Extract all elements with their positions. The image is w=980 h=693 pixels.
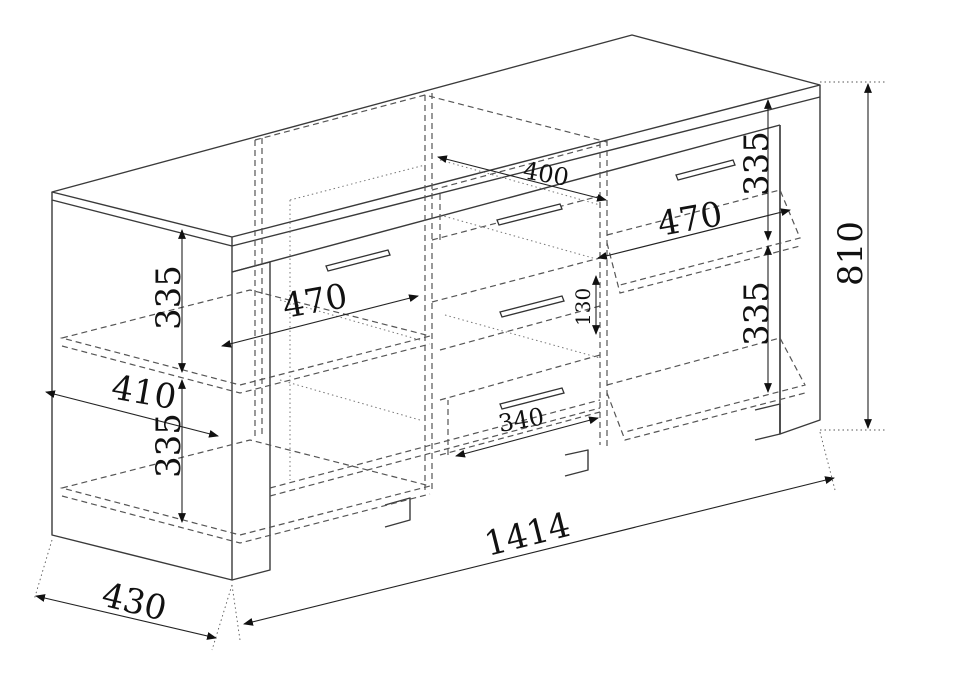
bottom-base [269,399,601,497]
dim-line-470-left [221,294,419,348]
handles [325,159,736,410]
dimension-labels: 810 335 335 335 335 470 470 410 400 340 … [98,131,871,629]
handle-drawer-1 [496,203,563,226]
dim-line-400 [437,155,607,202]
dim-line-430 [35,594,217,640]
label-right-lower-335: 335 [737,281,777,346]
label-left-lower-335: 335 [149,413,189,478]
label-470-left: 470 [280,276,351,327]
left-lower-shelf [59,439,431,544]
right-side-panel [779,85,821,435]
partition-top-back [254,94,608,143]
drawer-box-2 [431,257,601,351]
center-foot-2 [564,449,589,477]
dimension-lines [33,81,885,651]
dim-line-340 [455,416,599,458]
partition-right [599,140,608,447]
partition-left [254,138,263,440]
handle-drawer-2 [499,295,565,318]
handle-drawer-3 [499,387,565,410]
handle-right-door [675,159,736,181]
label-430: 430 [98,575,171,630]
dim-line-470-right [597,208,791,260]
dim-line-1414 [243,476,835,626]
partition-middle [424,93,433,492]
label-130: 130 [571,288,595,326]
label-1414: 1414 [481,505,575,565]
cabinet-outline [51,34,821,581]
label-left-upper-335: 335 [149,265,189,330]
handle-left-door [325,249,391,272]
left-upper-shelf [59,289,431,394]
right-lower-shelf [606,337,806,441]
label-470-right: 470 [655,194,726,245]
label-right-upper-335: 335 [737,131,777,196]
dim-line-410 [45,390,219,438]
right-foot [754,403,781,441]
label-810: 810 [831,221,871,286]
center-foot-1 [384,497,411,528]
left-side-panel [51,200,233,581]
